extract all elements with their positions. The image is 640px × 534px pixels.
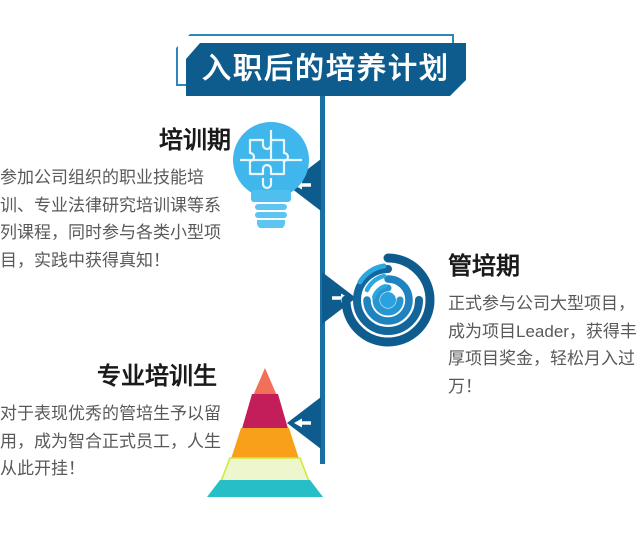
stage-block-training-period: 培训期 参加公司组织的职业技能培训、专业法律研究培训课等系列课程，同时参与各类小… xyxy=(0,127,235,275)
stage-body-management-trainee-period: 正式参与公司大型项目，成为项目Leader，获得丰厚项目奖金，轻松月入过万！ xyxy=(448,294,637,396)
lightbulb-puzzle-icon xyxy=(228,118,314,233)
stage-body-professional-trainee: 对于表现优秀的管培生予以留用，成为智合正式员工，人生从此开挂！ xyxy=(0,404,221,479)
stage-block-professional-trainee: 专业培训生 对于表现优秀的管培生予以留用，成为智合正式员工，人生从此开挂！ xyxy=(0,363,225,483)
arrow-left-icon xyxy=(294,418,311,428)
arrow-right-icon xyxy=(332,294,349,303)
title-banner: 入职后的培养计划 xyxy=(176,34,466,96)
stage-heading-management-trainee-period: 管培期 xyxy=(448,253,520,280)
pyramid-icon xyxy=(206,366,324,503)
stage-heading-professional-trainee: 专业培训生 xyxy=(97,363,217,390)
stage-body-training-period: 参加公司组织的职业技能培训、专业法律研究培训课等系列课程，同时参与各类小型项目，… xyxy=(0,168,221,270)
arrow-left-icon xyxy=(294,180,311,190)
stage-heading-training-period: 培训期 xyxy=(159,127,231,154)
title-banner-body: 入职后的培养计划 xyxy=(186,43,466,96)
stage-block-management-trainee-period: 管培期 正式参与公司大型项目，成为项目Leader，获得丰厚项目奖金，轻松月入过… xyxy=(448,253,640,401)
page-title: 入职后的培养计划 xyxy=(201,53,450,85)
spiral-target-icon xyxy=(340,252,436,353)
